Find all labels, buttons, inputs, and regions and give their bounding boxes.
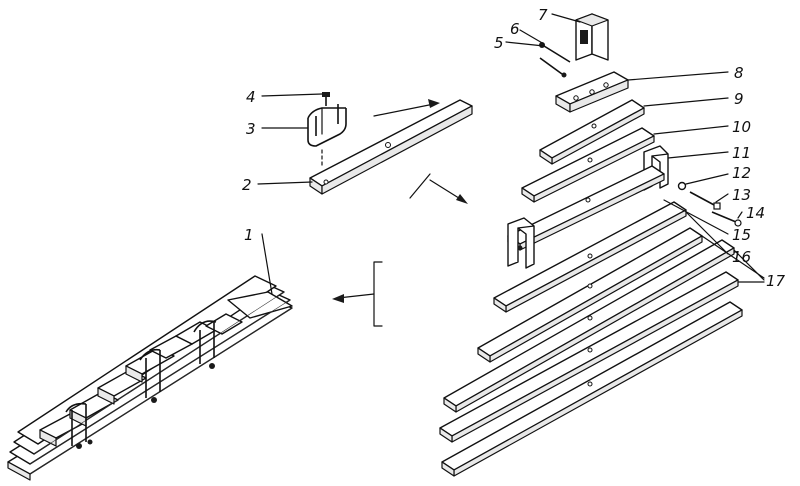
clamp-middle [139,348,161,403]
part-4-rivet [322,92,330,106]
part-17-leaf-a [477,227,703,363]
callout-14: 14 [746,204,765,222]
part-6-bolt [539,42,571,63]
callout-4: 4 [246,88,256,106]
callout-10: 10 [732,118,751,136]
part-9-leaf [539,99,645,165]
part-5-pin [539,57,567,78]
part-16-leaf [493,201,687,313]
callout-17: 17 [766,272,786,290]
clamp-left [65,402,93,449]
part-12-nut [677,181,687,191]
part-13-bolt [689,191,721,210]
callout-3: 3 [246,120,256,138]
part-2-leaf-plate [309,99,473,195]
part-17-leaf-c [439,271,739,443]
callout-11: 11 [732,144,751,162]
callout-8: 8 [734,64,744,82]
callout-12: 12 [732,164,751,182]
callout-16: 16 [732,248,751,266]
arrow-disassembly [409,173,468,204]
clamp-right [193,320,217,369]
part-17-leaf-b [443,239,735,413]
callout-6: 6 [510,20,520,38]
part-14-bolt [711,211,742,227]
part-7-bracket [575,13,609,61]
callout-1: 1 [244,226,254,244]
part-8-plate [555,71,629,113]
callout-labels: 1 2 3 4 5 6 7 8 9 10 11 12 13 14 15 16 1… [242,6,786,290]
part-10-leaf [521,127,655,203]
callout-9: 9 [734,90,744,108]
part-3-clamp [307,104,347,147]
callout-7: 7 [538,6,548,24]
arrow-to-plate [373,99,440,117]
callout-5: 5 [494,34,504,52]
leader-lines [257,13,765,295]
assembled-leaf-spring [7,275,293,481]
callout-2: 2 [242,176,252,194]
part-15-clamp [507,217,535,269]
callout-15: 15 [732,226,751,244]
part-17-leaf-d [441,301,743,477]
callout-13: 13 [732,186,751,204]
bracket-arrow [332,261,383,327]
